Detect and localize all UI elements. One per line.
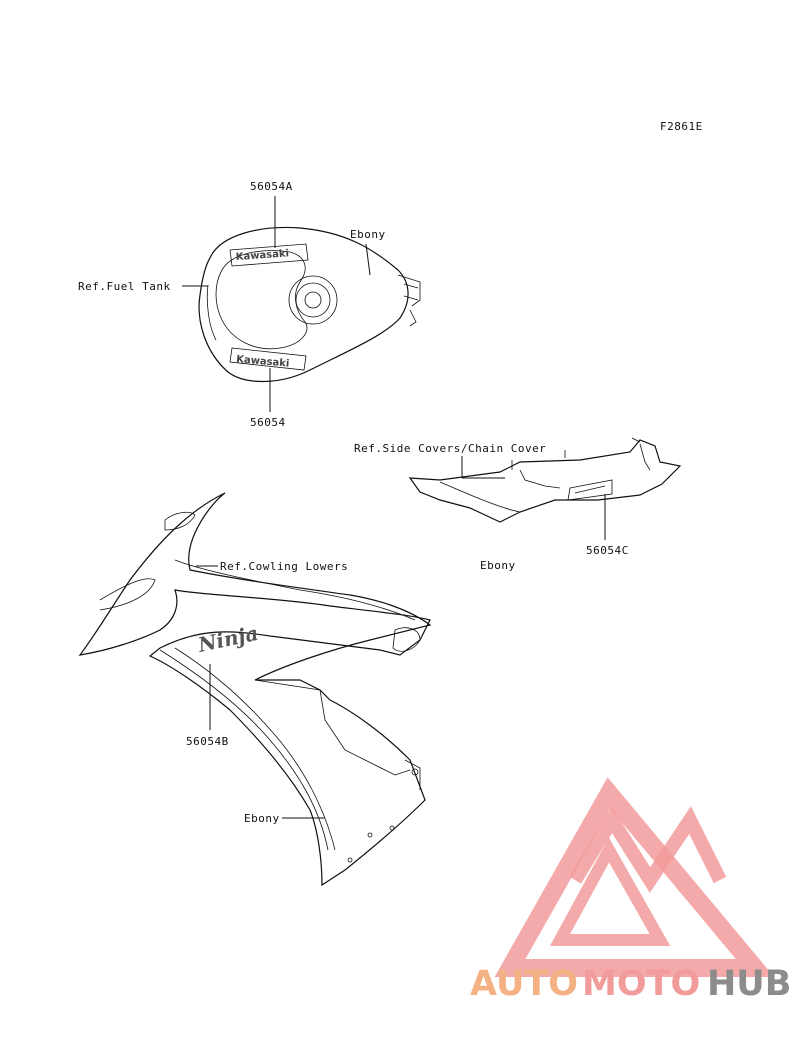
- label-56054: 56054: [250, 416, 286, 429]
- tail-cowl-illustration: [408, 437, 682, 523]
- automotohub-watermark-logo: AUTO MOTO HUB: [470, 777, 791, 1004]
- watermark-word-hub: HUB: [707, 964, 791, 1004]
- front-cowl-illustration: Ninja: [78, 492, 432, 887]
- label-cowl-ebony: Ebony: [244, 812, 280, 825]
- tank-lower-decal: Kawasaki: [229, 347, 307, 371]
- label-ref-side-covers: Ref.Side Covers/Chain Cover: [354, 442, 546, 455]
- figure-code: F2861E: [660, 120, 703, 133]
- tank-upper-decal: Kawasaki: [229, 243, 309, 267]
- label-ref-fuel-tank: Ref.Fuel Tank: [78, 280, 171, 293]
- watermark-word-moto: MOTO: [582, 964, 700, 1004]
- tank-upper-decal-text: Kawasaki: [235, 248, 289, 263]
- label-56054A: 56054A: [250, 180, 293, 193]
- tail-decal: [567, 479, 613, 501]
- watermark-word-auto: AUTO: [470, 964, 578, 1004]
- label-tail-ebony: Ebony: [480, 559, 516, 572]
- tank-lower-decal-text: Kawasaki: [236, 354, 290, 370]
- label-tank-ebony: Ebony: [350, 228, 386, 241]
- label-56054C: 56054C: [586, 544, 629, 557]
- label-56054B: 56054B: [186, 735, 229, 748]
- label-ref-cowling-lowers: Ref.Cowling Lowers: [220, 560, 348, 573]
- fuel-tank-illustration: Kawasaki Kawasaki: [198, 226, 421, 383]
